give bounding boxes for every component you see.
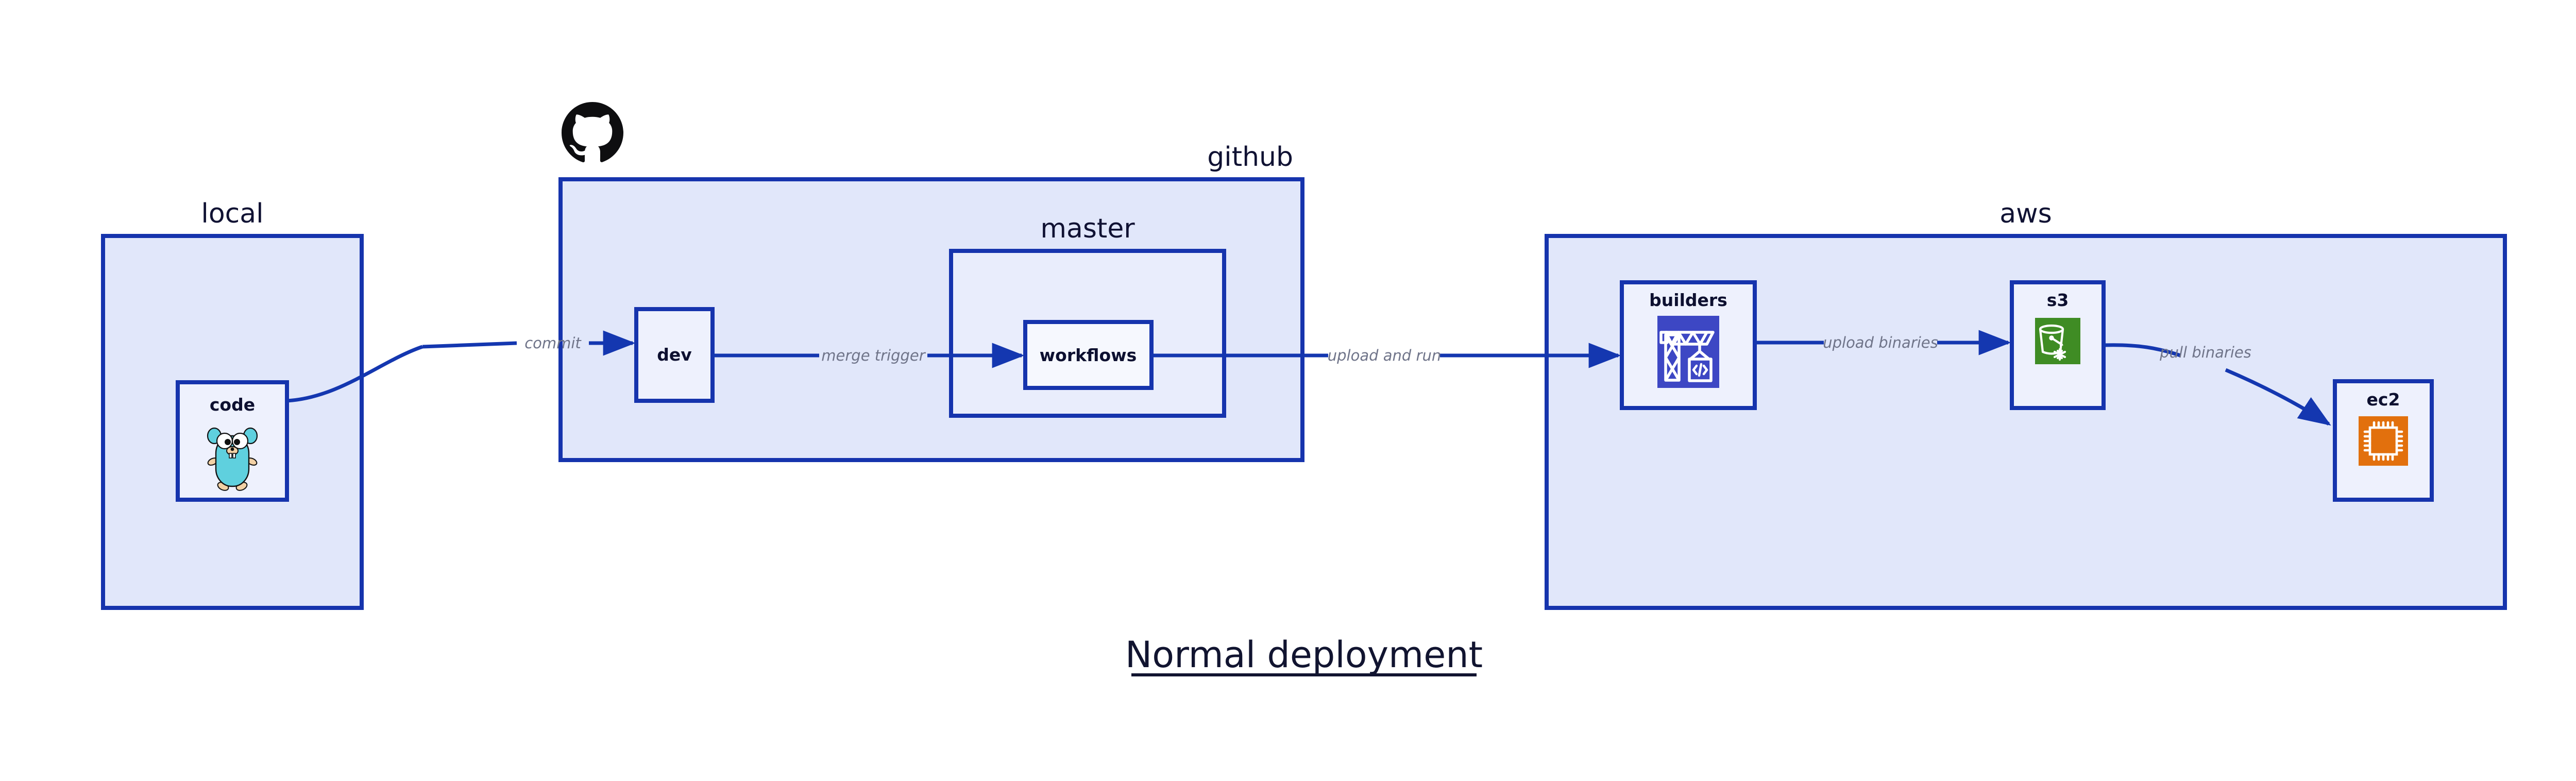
node-dev-label: dev [657,345,692,365]
aws-ec2-icon [2359,416,2408,466]
edge-upload-binaries-label: upload binaries [1823,334,1938,351]
cluster-master-label: master [1040,213,1135,244]
github-octocat-logo [562,102,623,163]
edge-upload-and-run-label: upload and run [1328,347,1441,364]
edge-upload-binaries[interactable]: upload binaries [1755,330,2011,355]
node-dev-rect [634,307,715,403]
edge-commit-label: commit [524,334,582,352]
edge-pull-binaries-path-left [2103,343,2181,358]
edge-upload-and-run[interactable]: upload and run [1151,343,1621,368]
cluster-local-label: local [201,198,263,229]
node-workflows-label: workflows [1040,345,1137,365]
node-ec2[interactable]: ec2 [2333,379,2434,502]
node-s3[interactable]: s3 [2010,280,2106,410]
node-builders-label: builders [1649,290,1727,310]
diagram-title-text: Normal deployment [1125,634,1483,676]
edge-merge-trigger[interactable]: merge trigger [713,343,1025,368]
edge-commit[interactable]: commit [286,330,636,403]
aws-codebuild-icon [1657,316,1719,388]
edge-pull-binaries-path-right [2225,368,2331,426]
aws-s3-glacier-icon [2035,318,2080,364]
edge-pull-binaries-label: pull binaries [2159,344,2251,361]
node-builders[interactable]: builders [1620,280,1757,410]
edge-commit-path-mid [422,341,517,349]
diagram-title: Normal deployment [1125,634,1483,676]
edge-commit-path-left [286,345,423,403]
cluster-aws-label: aws [1999,198,2052,229]
cluster-github-label: github [1207,142,1293,173]
node-code[interactable]: code [176,380,289,502]
node-dev[interactable]: dev [634,307,715,403]
go-gopher-icon [207,427,258,491]
edge-pull-binaries[interactable]: pull binaries [2103,343,2331,426]
node-code-label: code [210,395,255,415]
node-workflows[interactable]: workflows [1023,320,1154,390]
node-ec2-label: ec2 [2367,389,2400,410]
edge-merge-trigger-label: merge trigger [821,347,926,364]
node-s3-label: s3 [2047,290,2069,310]
